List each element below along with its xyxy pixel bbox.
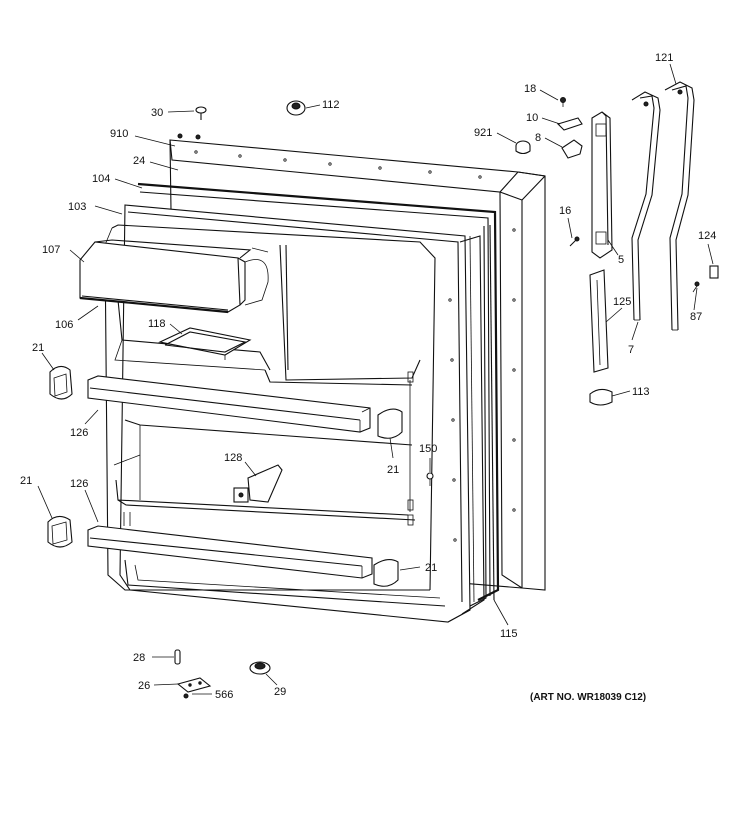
screw-87	[692, 281, 700, 293]
plug-112	[286, 100, 306, 116]
label-28: 28	[133, 652, 145, 664]
label-126-a: 126	[70, 427, 88, 439]
label-910: 910	[110, 128, 128, 140]
label-128: 128	[224, 452, 242, 464]
gasket-strip-115	[489, 224, 495, 601]
hinge-pin-10	[556, 117, 583, 131]
screw-150	[426, 472, 434, 486]
label-21-a: 21	[32, 342, 44, 354]
label-115: 115	[500, 628, 518, 640]
label-29: 29	[274, 686, 286, 698]
pin-28	[174, 649, 181, 665]
label-104: 104	[92, 173, 110, 185]
label-121: 121	[655, 52, 673, 64]
label-125: 125	[613, 296, 631, 308]
clip-124	[709, 265, 719, 279]
bracket-26	[176, 677, 212, 693]
screw-18	[560, 97, 566, 107]
shelf-support-4	[373, 559, 399, 587]
label-5: 5	[618, 254, 624, 266]
label-113: 113	[632, 386, 650, 398]
label-16: 16	[559, 205, 571, 217]
label-21-c: 21	[387, 464, 399, 476]
door-handle-left	[631, 91, 661, 321]
label-21-d: 21	[425, 562, 437, 574]
part-labels: 30 112 910 24 104 103 107 106 118 21 126…	[20, 52, 716, 703]
label-87: 87	[690, 311, 702, 323]
label-106: 106	[55, 319, 73, 331]
bumper-29	[249, 661, 271, 675]
label-21-b: 21	[20, 475, 32, 487]
bushing-8	[561, 139, 583, 159]
shelf-support-3	[377, 408, 403, 439]
bracket-128	[233, 464, 283, 503]
plug-921	[515, 140, 531, 155]
inner-compartment	[104, 224, 446, 607]
trim-strip	[589, 269, 609, 373]
shelf-bar-lower	[87, 525, 373, 579]
door-handle-right	[664, 81, 695, 331]
cap-113	[589, 388, 613, 406]
hinge-bracket	[591, 111, 613, 259]
label-7: 7	[628, 344, 634, 356]
label-18: 18	[524, 83, 536, 95]
shelf-support-2	[47, 515, 73, 548]
label-112: 112	[322, 99, 340, 111]
leader-lines	[37, 63, 714, 695]
label-566: 566	[215, 689, 233, 701]
label-921: 921	[474, 127, 492, 139]
screw-30	[195, 106, 207, 120]
label-107: 107	[42, 244, 60, 256]
label-8: 8	[535, 132, 541, 144]
shelf-bar-upper	[87, 375, 371, 433]
screw-16	[569, 236, 580, 247]
label-150: 150	[419, 443, 437, 455]
dairy-compartment-door	[79, 239, 269, 314]
door-gasket	[137, 182, 500, 607]
label-103: 103	[68, 201, 86, 213]
label-124: 124	[698, 230, 716, 242]
label-30: 30	[151, 107, 163, 119]
label-10: 10	[526, 112, 538, 124]
screw-566	[183, 693, 189, 699]
art-number: (ART NO. WR18039 C12)	[530, 692, 646, 703]
shelf-support-1	[49, 365, 73, 400]
label-26: 26	[138, 680, 150, 692]
label-118: 118	[148, 318, 166, 330]
label-24: 24	[133, 155, 145, 167]
label-126-b: 126	[70, 478, 88, 490]
